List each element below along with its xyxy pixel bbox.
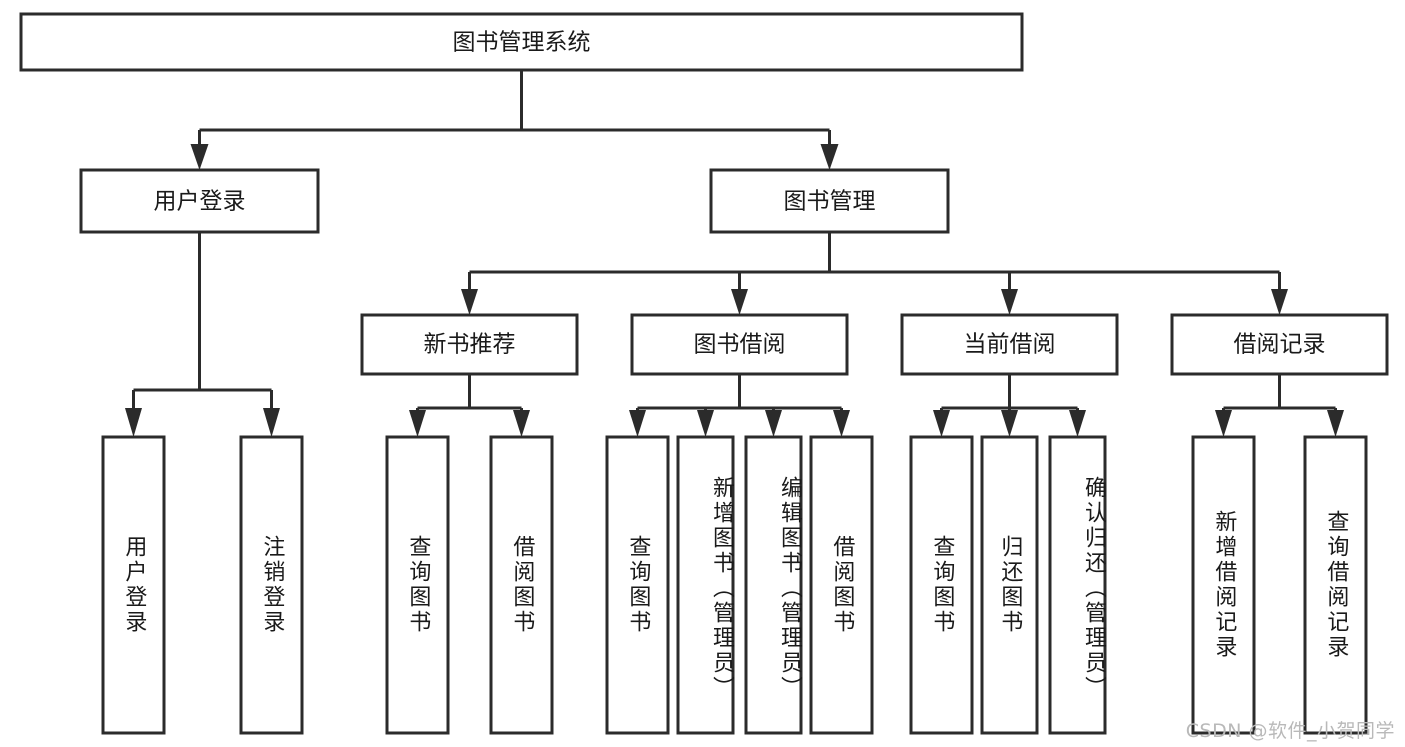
node-layer: 图书管理系统 用户登录 图书管理 新书推荐 图书借阅: [19, 12, 1389, 735]
arrowhead-current-borrow-leaf1: [933, 410, 950, 437]
node-current-borrow-label: 当前借阅: [964, 332, 1056, 358]
leaf-box-current-borrow-1[interactable]: [909, 435, 974, 735]
node-root-box[interactable]: [19, 12, 1024, 72]
node-user-login-label: 用户登录: [154, 189, 246, 215]
leaf-box-borrow-record-2[interactable]: [1303, 435, 1368, 735]
arrowhead-borrow-record-leaf2: [1327, 410, 1344, 437]
arrowhead-borrow-record: [1271, 289, 1288, 315]
node-borrow-record-label: 借阅记录: [1234, 332, 1326, 358]
leaf-box-user-login-1[interactable]: [101, 435, 166, 735]
connector-layer: [125, 70, 1344, 437]
arrowhead-book-borrow-leaf1: [629, 410, 646, 437]
arrowhead-book-borrow-leaf2: [697, 410, 714, 437]
leaf-box-new-book-2[interactable]: [489, 435, 554, 735]
node-current-borrow-box[interactable]: [900, 313, 1119, 376]
arrowhead-user-login: [190, 144, 209, 170]
node-book-borrow-box[interactable]: [630, 313, 849, 376]
arrowhead-book-borrow: [731, 289, 748, 315]
arrowhead-book-borrow-leaf3: [765, 410, 782, 437]
node-new-book-recommend[interactable]: 新书推荐: [360, 313, 579, 376]
leaf-box-current-borrow-3[interactable]: [1048, 435, 1107, 735]
leaf-box-book-borrow-4[interactable]: [809, 435, 874, 735]
node-book-manage-box[interactable]: [709, 168, 950, 234]
node-new-book-recommend-box[interactable]: [360, 313, 579, 376]
leaf-box-book-borrow-3[interactable]: [744, 435, 803, 735]
leaf-box-user-login-2[interactable]: [239, 435, 304, 735]
leaf-box-current-borrow-2[interactable]: [980, 435, 1039, 735]
node-root-label: 图书管理系统: [453, 30, 591, 56]
node-book-manage[interactable]: 图书管理: [709, 168, 950, 234]
node-book-borrow[interactable]: 图书借阅: [630, 313, 849, 376]
arrowhead-new-book-leaf2: [513, 410, 530, 437]
node-user-login-box[interactable]: [79, 168, 320, 234]
arrowhead-current-borrow-leaf3: [1069, 410, 1086, 437]
arrowhead-current-borrow: [1001, 289, 1018, 315]
leaf-box-borrow-record-1[interactable]: [1191, 435, 1256, 735]
arrowhead-new-book-leaf1: [409, 410, 426, 437]
arrowhead-book-manage: [820, 144, 839, 170]
node-root[interactable]: 图书管理系统: [19, 12, 1024, 72]
arrowhead-new-book: [461, 289, 478, 315]
leaf-box-book-borrow-2[interactable]: [676, 435, 735, 735]
node-user-login[interactable]: 用户登录: [79, 168, 320, 234]
arrowhead-user-login-leaf2: [263, 408, 280, 437]
node-new-book-recommend-label: 新书推荐: [424, 332, 516, 358]
arrowhead-current-borrow-leaf2: [1001, 410, 1018, 437]
csdn-watermark: CSDN @软件_小贺同学: [1185, 720, 1395, 742]
arrowhead-borrow-record-leaf1: [1215, 410, 1232, 437]
arrowhead-book-borrow-leaf4: [833, 410, 850, 437]
arrowhead-user-login-leaf1: [125, 408, 142, 437]
leaf-box-new-book-1[interactable]: [385, 435, 450, 735]
node-borrow-record[interactable]: 借阅记录: [1170, 313, 1389, 376]
node-book-manage-label: 图书管理: [784, 189, 876, 215]
node-book-borrow-label: 图书借阅: [694, 332, 786, 358]
node-current-borrow[interactable]: 当前借阅: [900, 313, 1119, 376]
leaf-box-book-borrow-1[interactable]: [605, 435, 670, 735]
node-borrow-record-box[interactable]: [1170, 313, 1389, 376]
